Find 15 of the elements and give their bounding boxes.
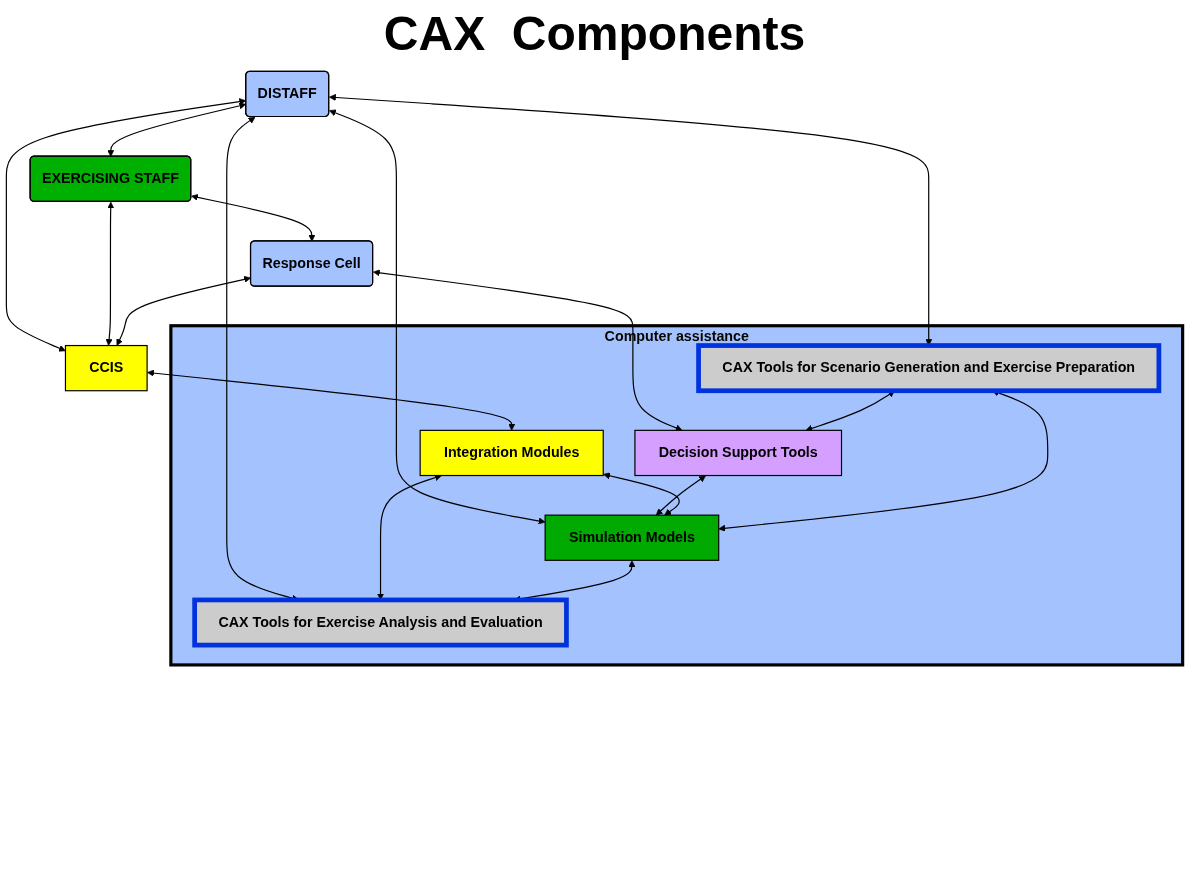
node-box: Simulation Models (544, 514, 720, 561)
diagram-title: CAX Components (382, 6, 807, 61)
arrow (373, 269, 683, 432)
arrow (655, 475, 706, 516)
arrow (329, 109, 546, 525)
arrow (105, 201, 115, 346)
arrow (116, 275, 251, 346)
arrow (191, 194, 316, 242)
node-box: CAX Tools for Scenario Generation and Exercise Preparation (696, 343, 1162, 394)
node-box: Integration Modules (419, 429, 604, 477)
node-box: CCIS (64, 344, 148, 392)
node-box: CAX Tools for Exercise Analysis and Evaluation (192, 597, 569, 648)
arrow (147, 369, 516, 431)
node-box: Decision Support Tools (634, 429, 843, 477)
arrow (603, 472, 680, 516)
